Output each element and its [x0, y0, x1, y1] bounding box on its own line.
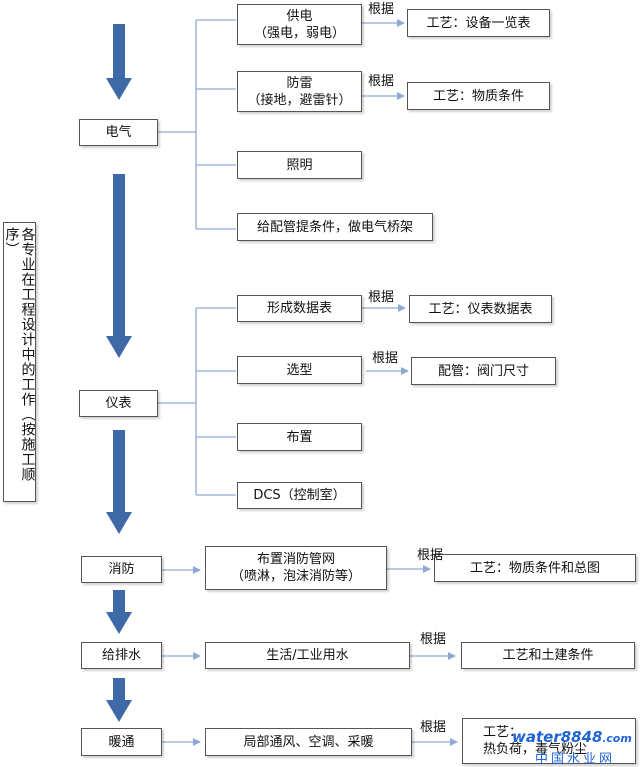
ref-hvac-conditions: 工艺： 热负荷，毒气粉尘 — [462, 718, 636, 764]
node-water-supply-drainage: 给排水 — [81, 642, 162, 669]
node-electrical: 电气 — [79, 119, 158, 146]
flow-arrow-3 — [106, 430, 132, 534]
watermark-logo: water8848.com — [512, 728, 632, 746]
ref-equipment-list: 工艺：设备一览表 — [407, 9, 550, 37]
node-fire-network: 布置消防管网 （喷淋，泡沫消防等） — [205, 546, 387, 590]
flow-arrow-4 — [106, 590, 132, 634]
watermark-text: 中国水业网 — [535, 752, 616, 767]
node-water-use: 生活/工业用水 — [205, 642, 410, 669]
node-power-supply: 供电 （强电，弱电） — [237, 4, 362, 45]
basis-label-7: 根据 — [420, 720, 447, 735]
vertical-title-box: 各专业在工程设计中的工作（按施工顺序） — [3, 222, 36, 502]
node-dcs: DCS（控制室） — [237, 482, 362, 509]
flow-arrow-2 — [106, 174, 132, 358]
node-lightning-protection: 防雷 （接地，避雷针） — [237, 71, 362, 112]
ref-instrument-datasheet: 工艺：仪表数据表 — [409, 295, 552, 323]
node-datasheet: 形成数据表 — [237, 295, 362, 322]
ref-fire-conditions: 工艺：物质条件和总图 — [434, 554, 636, 582]
node-cable-tray: 给配管提条件，做电气桥架 — [237, 213, 433, 241]
basis-label-4: 根据 — [372, 351, 399, 366]
basis-label-1: 根据 — [368, 2, 395, 17]
ref-water-conditions: 工艺和土建条件 — [461, 642, 635, 669]
node-fire-protection: 消防 — [81, 556, 162, 583]
ref-valve-size: 配管：阀门尺寸 — [411, 357, 556, 385]
flow-arrow-5 — [106, 678, 132, 722]
instrument-connector — [158, 307, 236, 496]
basis-label-6: 根据 — [420, 632, 447, 647]
node-instrument: 仪表 — [79, 390, 158, 417]
node-selection: 选型 — [237, 356, 362, 384]
ref-material-conditions: 工艺：物质条件 — [407, 82, 550, 110]
basis-label-5: 根据 — [417, 548, 444, 563]
node-lighting: 照明 — [237, 151, 362, 179]
flow-arrow-1 — [106, 24, 132, 100]
diagram-title: 各专业在工程设计中的工作（按施工顺序） — [3, 227, 36, 482]
electrical-connector — [158, 19, 236, 230]
basis-label-3: 根据 — [368, 290, 395, 305]
node-layout: 布置 — [237, 423, 362, 451]
node-hvac-work: 局部通风、空调、采暖 — [205, 728, 412, 756]
basis-label-2: 根据 — [368, 74, 395, 89]
node-hvac: 暖通 — [81, 728, 162, 756]
